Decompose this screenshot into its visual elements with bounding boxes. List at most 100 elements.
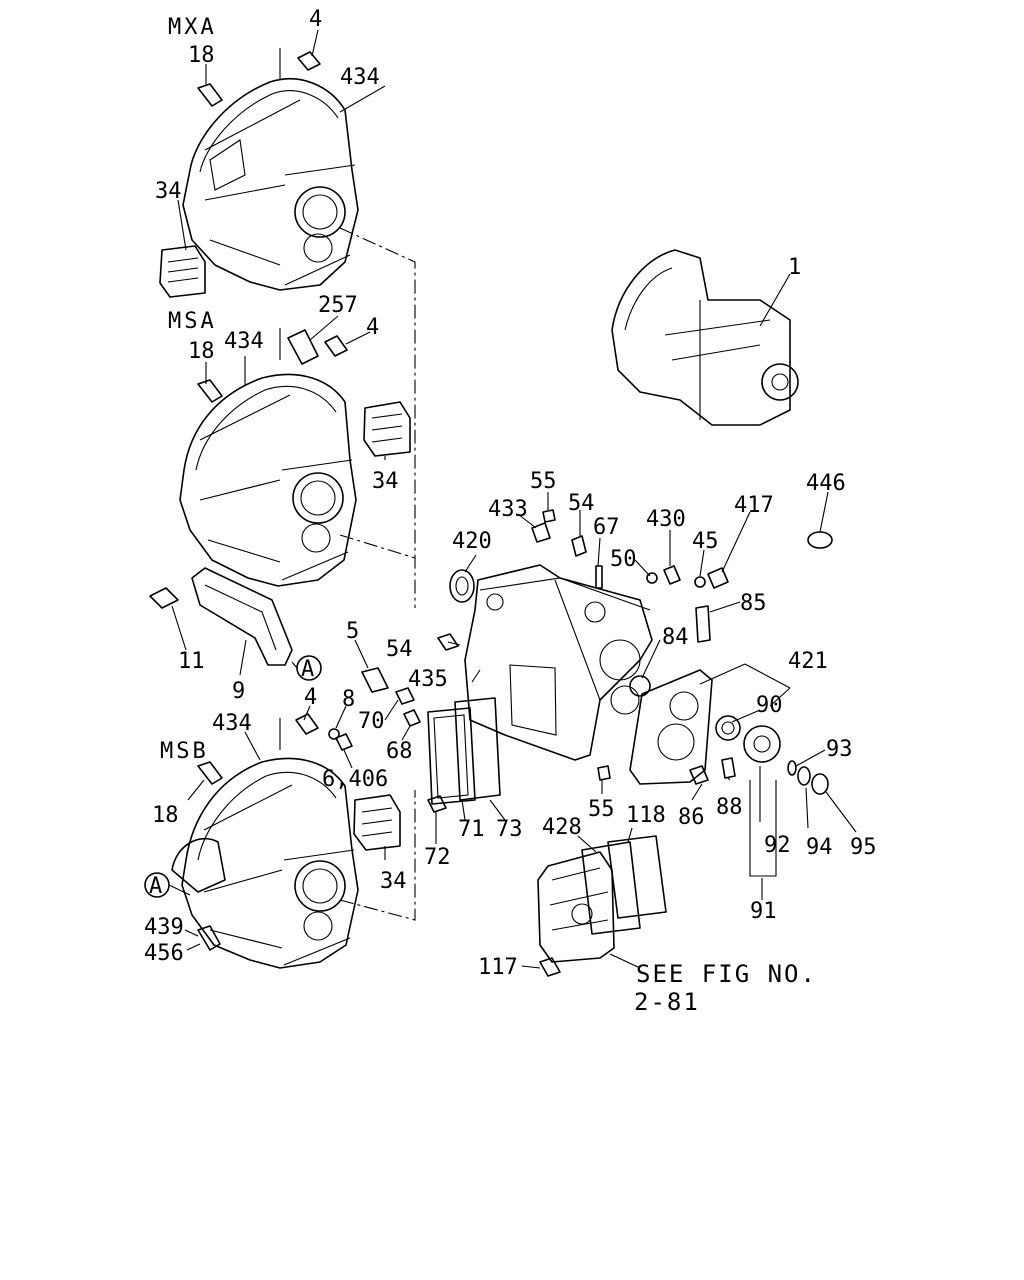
callout-434: 434 [212, 711, 252, 736]
callout-420: 420 [452, 529, 492, 554]
cover-boot-34-msa [363, 401, 411, 457]
bolt-11 [149, 587, 179, 609]
pin-55 [542, 509, 556, 523]
cover-73 [454, 697, 501, 801]
callout-4: 4 [309, 7, 322, 32]
callout-84: 84 [662, 625, 689, 650]
callout-34: 34 [372, 469, 399, 494]
callout-73: 73 [496, 817, 523, 842]
callout-94: 94 [806, 835, 833, 860]
plate-433 [531, 522, 551, 543]
nut-95 [811, 773, 829, 795]
nut-68 [403, 709, 421, 727]
callout-430: 430 [646, 507, 686, 532]
bolt-54-left [437, 633, 459, 651]
breather-54 [571, 535, 587, 557]
callout-92: 92 [764, 833, 791, 858]
pto-assembly [537, 851, 615, 963]
callout-421: 421 [788, 649, 828, 674]
cover-plate-9 [191, 567, 293, 666]
callout-34: 34 [380, 869, 407, 894]
rear-cover-421 [629, 669, 713, 785]
callout-55: 55 [588, 797, 615, 822]
washer-45 [694, 576, 706, 588]
callout-93: 93 [826, 737, 853, 762]
transmission-assembly-1 [611, 249, 799, 426]
callout-433: 433 [488, 497, 528, 522]
bolt-18-msb [197, 761, 223, 785]
callout-8: 8 [342, 687, 355, 712]
callout-9: 9 [232, 679, 245, 704]
callout-86: 86 [678, 805, 705, 830]
bolt-18-mxa [197, 83, 223, 107]
callout-a-label: A [149, 874, 162, 899]
cover-boot-34-msb [353, 794, 401, 851]
callout-68: 68 [386, 739, 413, 764]
callout-a-label: A [301, 657, 314, 682]
plug-417 [707, 567, 729, 589]
bracket-257 [287, 329, 319, 365]
callout-417: 417 [734, 493, 774, 518]
pin-55-lower [597, 765, 611, 781]
callout-434: 434 [224, 329, 264, 354]
callout-67: 67 [593, 515, 620, 540]
callout-456: 456 [144, 941, 184, 966]
gasket-428 [581, 841, 641, 935]
washer-50 [646, 572, 658, 584]
bolt-4-msb [295, 713, 319, 735]
callout-90: 90 [756, 693, 783, 718]
callout-435: 435 [408, 667, 448, 692]
clutch-housing-msb [171, 757, 359, 969]
callout-91: 91 [750, 899, 777, 924]
bearing-90 [715, 715, 741, 741]
o-ring-93 [787, 760, 797, 776]
callout-18: 18 [152, 803, 179, 828]
cover-boot-34-mxa [159, 245, 206, 298]
callout-446: 446 [806, 471, 846, 496]
washer-94 [797, 766, 811, 786]
bolt-18-msa [197, 379, 223, 403]
see-fig-note: SEE FIG NO. [636, 960, 817, 988]
callout-70: 70 [358, 709, 385, 734]
callout-4: 4 [304, 685, 317, 710]
oil-seal-420 [449, 569, 475, 603]
callout-4: 4 [366, 315, 379, 340]
callout-45: 45 [692, 529, 719, 554]
flange-92 [743, 725, 781, 763]
nut-6-406 [335, 733, 353, 751]
variant-label-msa: MSA [168, 309, 217, 334]
callout-85: 85 [740, 591, 767, 616]
bolt-4-msa [324, 335, 348, 357]
callout-95: 95 [850, 835, 877, 860]
o-ring-84 [629, 675, 651, 697]
callout-55: 55 [530, 469, 557, 494]
gasket-71 [427, 707, 476, 805]
callout-88: 88 [716, 795, 743, 820]
callout-257: 257 [318, 293, 358, 318]
callout-50: 50 [610, 547, 637, 572]
callout-54: 54 [386, 637, 413, 662]
plug-439-456 [197, 925, 221, 951]
switch-85 [695, 605, 711, 643]
gasket-118 [607, 835, 667, 919]
callout-118: 118 [626, 803, 666, 828]
callout-117: 117 [478, 955, 518, 980]
callout-71: 71 [458, 817, 485, 842]
switch-5 [361, 667, 389, 693]
callout-434: 434 [340, 65, 380, 90]
cap-446 [807, 531, 833, 549]
transmission-case-435 [464, 564, 653, 761]
callout-1: 1 [788, 255, 801, 280]
bolt-88 [721, 757, 736, 779]
callout-18: 18 [188, 339, 215, 364]
callout-72: 72 [424, 845, 451, 870]
callout-6-406: 6,406 [322, 767, 388, 792]
bolt-86 [689, 765, 709, 785]
callout-439: 439 [144, 915, 184, 940]
bolt-72 [427, 795, 447, 813]
callout-11: 11 [178, 649, 205, 674]
variant-label-mxa: MXA [168, 15, 217, 40]
variant-label-msb: MSB [160, 739, 209, 764]
bolt-4-mxa [297, 51, 321, 71]
